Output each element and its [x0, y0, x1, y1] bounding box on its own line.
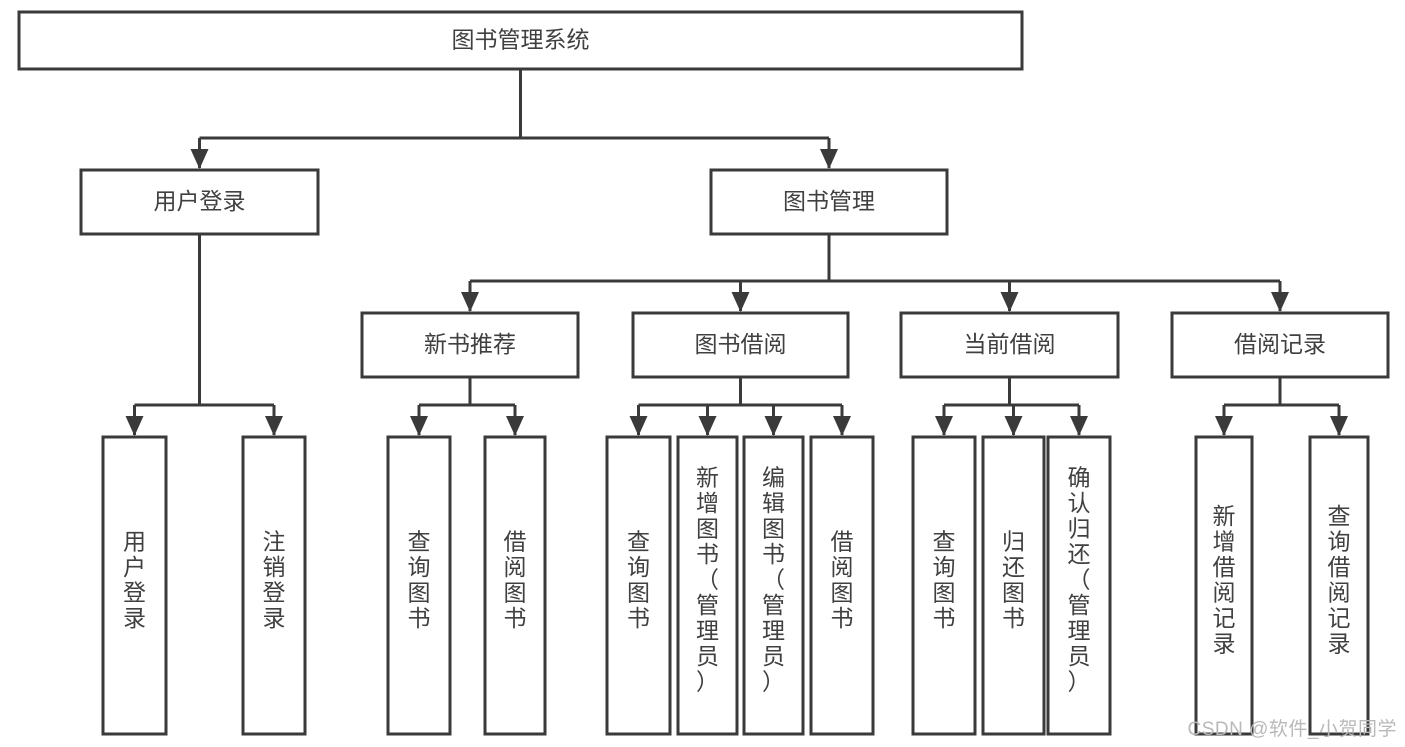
arrowhead-icon	[820, 149, 838, 169]
arrowhead-icon	[1070, 416, 1088, 436]
node-leaf-borrow-book-2[interactable]: 借阅图书	[809, 435, 875, 736]
node-leaf-query-book-3-label: 查询图书	[933, 528, 956, 631]
node-current-borrow[interactable]: 当前借阅	[899, 311, 1120, 379]
node-leaf-return-book-rect[interactable]	[981, 435, 1046, 736]
node-leaf-edit-book-label: 编辑图书（管理员）	[762, 465, 785, 695]
node-leaf-query-record-label: 查询借阅记录	[1328, 503, 1351, 657]
node-leaf-edit-book[interactable]: 编辑图书（管理员）	[742, 435, 805, 736]
node-leaf-user-logout[interactable]: 注销登录	[241, 435, 307, 736]
arrowhead-icon	[410, 416, 428, 436]
node-leaf-confirm-return[interactable]: 确认归还（管理员）	[1046, 435, 1112, 736]
node-leaf-borrow-book-2-rect[interactable]	[809, 435, 875, 736]
node-leaf-confirm-return-label: 确认归还（管理员）	[1068, 465, 1091, 695]
arrowhead-icon	[833, 416, 851, 436]
arrowhead-icon	[1000, 292, 1019, 312]
node-book-borrow-label: 图书借阅	[695, 331, 787, 357]
arrowhead-icon	[629, 416, 648, 436]
node-leaf-borrow-book-1[interactable]: 借阅图书	[483, 435, 547, 736]
node-new-book-rec-rect[interactable]	[360, 311, 580, 379]
node-user-login[interactable]: 用户登录	[79, 168, 320, 236]
arrowhead-icon	[190, 149, 209, 169]
node-layer: 图书管理系统用户登录图书管理新书推荐图书借阅当前借阅借阅记录用户登录注销登录查询…	[17, 10, 1390, 736]
node-book-manage-label: 图书管理	[783, 188, 875, 214]
arrowhead-icon	[698, 416, 717, 436]
node-leaf-query-record-rect[interactable]	[1308, 435, 1370, 736]
node-leaf-user-login-rect[interactable]	[101, 435, 168, 736]
node-borrow-record[interactable]: 借阅记录	[1170, 311, 1390, 379]
node-leaf-query-book-2-label: 查询图书	[627, 528, 650, 631]
node-borrow-record-label: 借阅记录	[1234, 331, 1326, 357]
node-user-login-label: 用户登录	[154, 188, 246, 214]
arrowhead-icon	[125, 416, 144, 436]
node-book-manage-rect[interactable]	[709, 168, 949, 236]
node-current-borrow-label: 当前借阅	[964, 331, 1056, 357]
node-leaf-user-login-label: 用户登录	[123, 528, 146, 631]
node-leaf-add-book-label: 新增图书（管理员）	[696, 465, 719, 695]
node-leaf-return-book[interactable]: 归还图书	[981, 435, 1046, 736]
node-leaf-query-book-3-rect[interactable]	[911, 435, 977, 736]
node-leaf-add-book-rect[interactable]	[676, 435, 739, 736]
node-leaf-query-book-2[interactable]: 查询图书	[605, 435, 672, 736]
node-leaf-query-record[interactable]: 查询借阅记录	[1308, 435, 1370, 736]
node-leaf-confirm-return-rect[interactable]	[1046, 435, 1112, 736]
arrowhead-icon	[731, 292, 750, 312]
arrowhead-icon	[506, 416, 524, 436]
arrowhead-icon	[461, 292, 479, 312]
node-leaf-query-book-1-label: 查询图书	[408, 528, 431, 631]
arrowhead-icon	[764, 416, 783, 436]
node-leaf-add-record-label: 新增借阅记录	[1213, 503, 1236, 657]
node-user-login-rect[interactable]	[79, 168, 320, 236]
node-book-manage[interactable]: 图书管理	[709, 168, 949, 236]
node-leaf-add-book[interactable]: 新增图书（管理员）	[676, 435, 739, 736]
node-root-system-rect[interactable]	[17, 10, 1024, 71]
node-leaf-query-book-1-rect[interactable]	[386, 435, 452, 736]
arrowhead-icon	[1215, 416, 1233, 436]
arrowhead-icon	[1330, 416, 1348, 436]
node-leaf-user-login[interactable]: 用户登录	[101, 435, 168, 736]
arrowhead-icon	[935, 416, 953, 436]
node-book-borrow[interactable]: 图书借阅	[631, 311, 850, 379]
connector-layer	[125, 69, 1348, 436]
node-leaf-query-book-1[interactable]: 查询图书	[386, 435, 452, 736]
arrowhead-icon	[1004, 416, 1023, 436]
node-leaf-user-logout-rect[interactable]	[241, 435, 307, 736]
node-leaf-add-record[interactable]: 新增借阅记录	[1194, 435, 1254, 736]
node-leaf-return-book-label: 归还图书	[1002, 528, 1025, 631]
node-leaf-borrow-book-1-rect[interactable]	[483, 435, 547, 736]
arrowhead-icon	[1271, 292, 1289, 312]
node-leaf-borrow-book-2-label: 借阅图书	[831, 528, 854, 631]
node-leaf-edit-book-rect[interactable]	[742, 435, 805, 736]
node-new-book-rec-label: 新书推荐	[424, 331, 516, 357]
node-leaf-query-book-2-rect[interactable]	[605, 435, 672, 736]
arrowhead-icon	[265, 416, 283, 436]
node-borrow-record-rect[interactable]	[1170, 311, 1390, 379]
node-root-system[interactable]: 图书管理系统	[17, 10, 1024, 71]
node-leaf-query-book-3[interactable]: 查询图书	[911, 435, 977, 736]
node-leaf-add-record-rect[interactable]	[1194, 435, 1254, 736]
node-current-borrow-rect[interactable]	[899, 311, 1120, 379]
watermark-text: CSDN @软件_小贺同学	[1187, 719, 1397, 740]
node-book-borrow-rect[interactable]	[631, 311, 850, 379]
node-leaf-borrow-book-1-label: 借阅图书	[504, 528, 527, 631]
node-root-system-label: 图书管理系统	[452, 27, 590, 53]
node-new-book-rec[interactable]: 新书推荐	[360, 311, 580, 379]
node-leaf-user-logout-label: 注销登录	[263, 528, 286, 631]
